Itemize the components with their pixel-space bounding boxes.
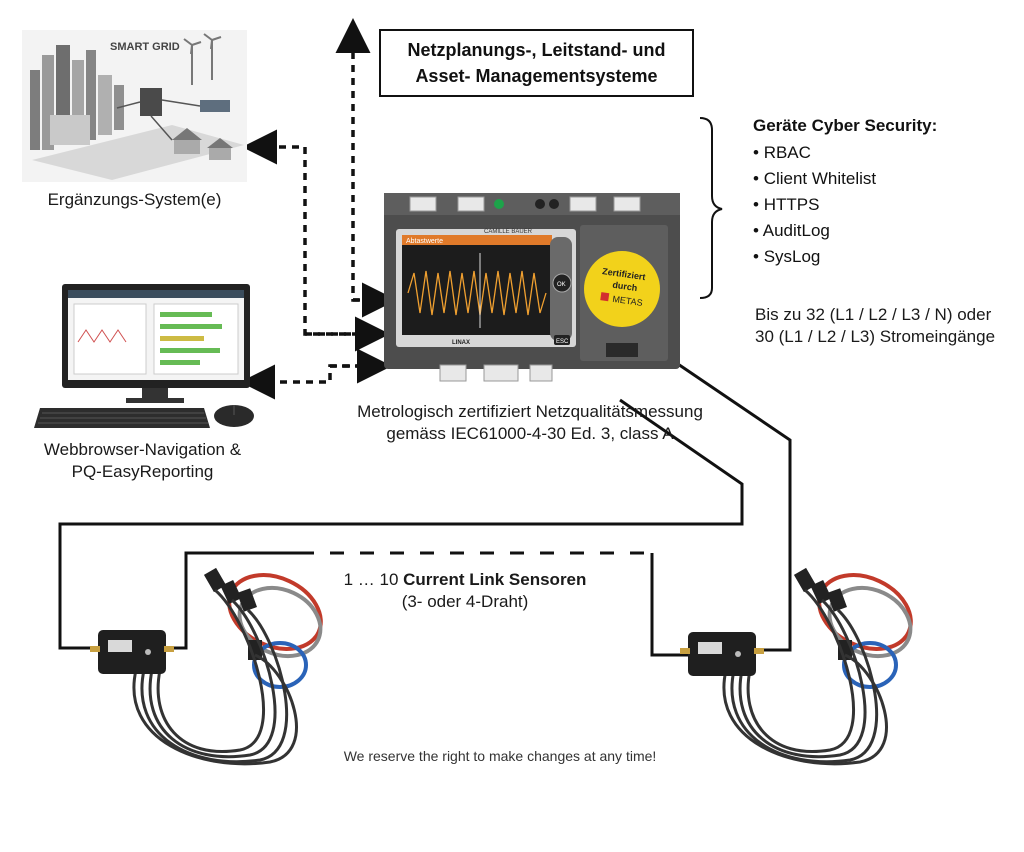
esc-button[interactable]	[554, 335, 570, 345]
linax-device: Abtastwerte CAMILLE BAUER LINAX OK ESC Z…	[384, 193, 680, 382]
computer-image	[34, 284, 254, 428]
sensor-loop	[168, 551, 688, 657]
security-item-syslog: SysLog	[753, 244, 993, 270]
sensors-prefix: 1 … 10	[343, 570, 404, 589]
device-caption-line2: gemäss IEC61000-4-30 Ed. 3, class A	[386, 424, 674, 443]
cyber-security-list: RBAC Client Whitelist HTTPS AuditLog Sys…	[753, 140, 993, 270]
cable-right-sensor	[671, 358, 792, 652]
seal-line2: durch	[612, 280, 638, 293]
current-link-sensor-left	[90, 567, 323, 766]
security-brace	[699, 117, 723, 299]
link-to-webbrowser	[240, 364, 362, 400]
device-model: LINAX	[452, 340, 470, 346]
ok-button-label: OK	[557, 282, 566, 288]
status-led-icon	[494, 199, 504, 209]
security-item-rbac: RBAC	[753, 140, 993, 166]
seal-line3: METAS	[612, 294, 643, 308]
screen-title: Abtastwerte	[406, 238, 443, 245]
device-caption: Metrologisch zertifiziert Netzqualitätsm…	[330, 401, 730, 445]
computer-caption: Webbrowser-Navigation & PQ-EasyReporting	[25, 439, 260, 483]
sensors-line2: (3- oder 4-Draht)	[401, 592, 529, 611]
ok-button[interactable]	[552, 273, 572, 293]
waveform-plot	[407, 270, 547, 316]
device-brand: CAMILLE BAUER	[484, 229, 533, 235]
management-systems-line1: Netzplanungs-, Leitstand- und	[407, 40, 666, 60]
cyber-security-panel: Geräte Cyber Security: RBAC Client White…	[753, 116, 993, 270]
smart-grid-title: SMART GRID	[110, 41, 180, 53]
security-item-https: HTTPS	[753, 192, 993, 218]
current-inputs-line2: 30 (L1 / L2 / L3) Stromeingänge	[755, 327, 996, 346]
cyber-security-title: Geräte Cyber Security:	[753, 116, 938, 135]
esc-button-label: ESC	[556, 339, 569, 345]
cable-left-sensor	[58, 398, 744, 650]
management-systems-line2: Asset- Managementsysteme	[415, 66, 658, 86]
current-inputs-text: Bis zu 32 (L1 / L2 / L3 / N) oder 30 (L1…	[755, 304, 1017, 348]
current-link-sensor-right	[680, 567, 913, 766]
computer-caption-line1: Webbrowser-Navigation &	[43, 440, 242, 459]
security-item-auditlog: AuditLog	[753, 218, 993, 244]
current-inputs-line1: Bis zu 32 (L1 / L2 / L3 / N) oder	[755, 305, 992, 324]
management-systems-box: Netzplanungs-, Leitstand- und Asset- Man…	[379, 29, 694, 97]
device-caption-line1: Metrologisch zertifiziert Netzqualitätsm…	[357, 402, 703, 421]
smart-grid-image: SMART GRID	[22, 30, 247, 182]
metas-seal	[584, 251, 660, 327]
smart-grid-caption: Ergänzungs-System(e)	[47, 190, 222, 209]
link-to-management-systems	[335, 18, 372, 302]
computer-caption-line2: PQ-EasyReporting	[71, 462, 214, 481]
disclaimer: We reserve the right to make changes at …	[343, 748, 657, 764]
security-item-client-whitelist: Client Whitelist	[753, 166, 993, 192]
sensors-text: 1 … 10 Current Link Sensoren (3- oder 4-…	[300, 569, 630, 613]
link-to-supplementary-systems	[242, 129, 372, 336]
sensors-bold: Current Link Sensoren	[403, 570, 587, 589]
